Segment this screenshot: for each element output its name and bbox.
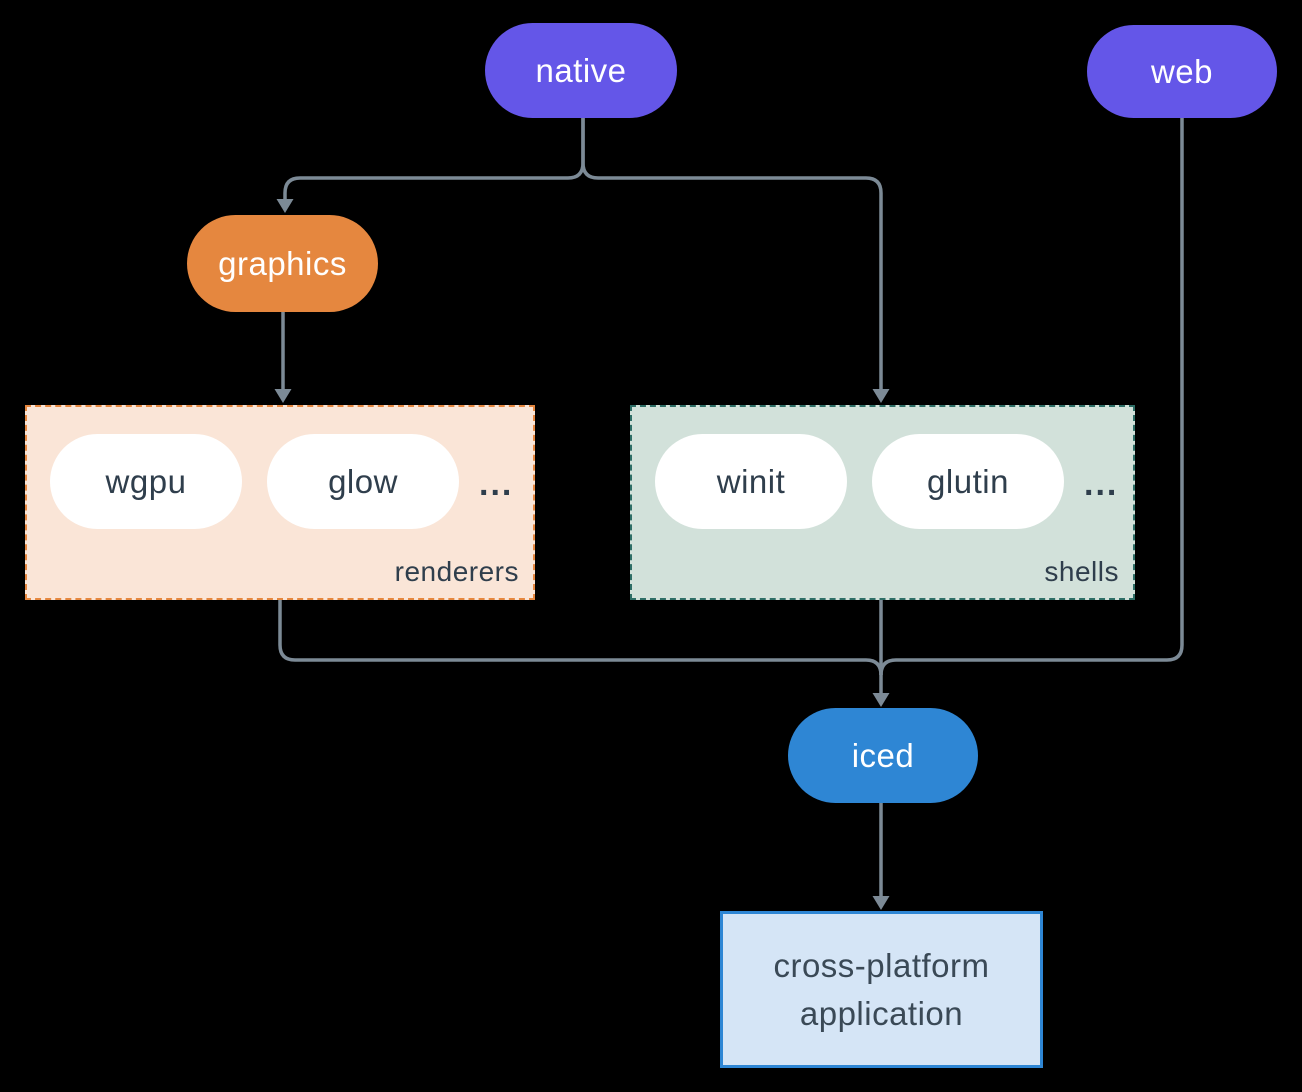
shells-ellipsis: ... xyxy=(1084,465,1119,503)
arrowhead-iced xyxy=(872,693,890,707)
node-glutin: glutin xyxy=(872,434,1064,529)
arrowhead-graphics xyxy=(276,199,294,213)
renderers-ellipsis: ... xyxy=(479,465,514,503)
node-winit-label: winit xyxy=(716,462,786,500)
node-graphics: graphics xyxy=(187,215,378,312)
group-renderers: wgpu glow ... renderers xyxy=(25,405,535,600)
node-wgpu-label: wgpu xyxy=(105,462,187,500)
node-iced-label: iced xyxy=(851,736,915,774)
node-glow: glow xyxy=(267,434,459,529)
node-graphics-label: graphics xyxy=(218,244,347,282)
node-glutin-label: glutin xyxy=(927,462,1009,500)
shells-group-label: shells xyxy=(1044,556,1119,587)
app-label-line-2: application xyxy=(799,994,964,1032)
node-glow-label: glow xyxy=(328,462,398,500)
app-label-line-1: cross-platform xyxy=(773,946,990,984)
node-winit: winit xyxy=(655,434,847,529)
node-wgpu: wgpu xyxy=(50,434,242,529)
node-cross-platform-application: cross-platform application xyxy=(720,911,1043,1068)
group-shells: winit glutin ... shells xyxy=(630,405,1135,600)
node-web: web xyxy=(1087,25,1277,118)
node-web-label: web xyxy=(1150,52,1214,90)
edge-native-graphics xyxy=(283,118,585,200)
edge-native-shells xyxy=(581,118,883,390)
arrowhead-shells xyxy=(872,389,890,403)
arrowhead-renderers xyxy=(274,389,292,403)
node-iced: iced xyxy=(788,708,978,803)
node-native: native xyxy=(485,23,677,118)
node-native-label: native xyxy=(535,51,627,89)
edge-renderers-merge xyxy=(278,600,883,676)
arrowhead-app xyxy=(872,896,890,910)
renderers-group-label: renderers xyxy=(394,556,519,587)
